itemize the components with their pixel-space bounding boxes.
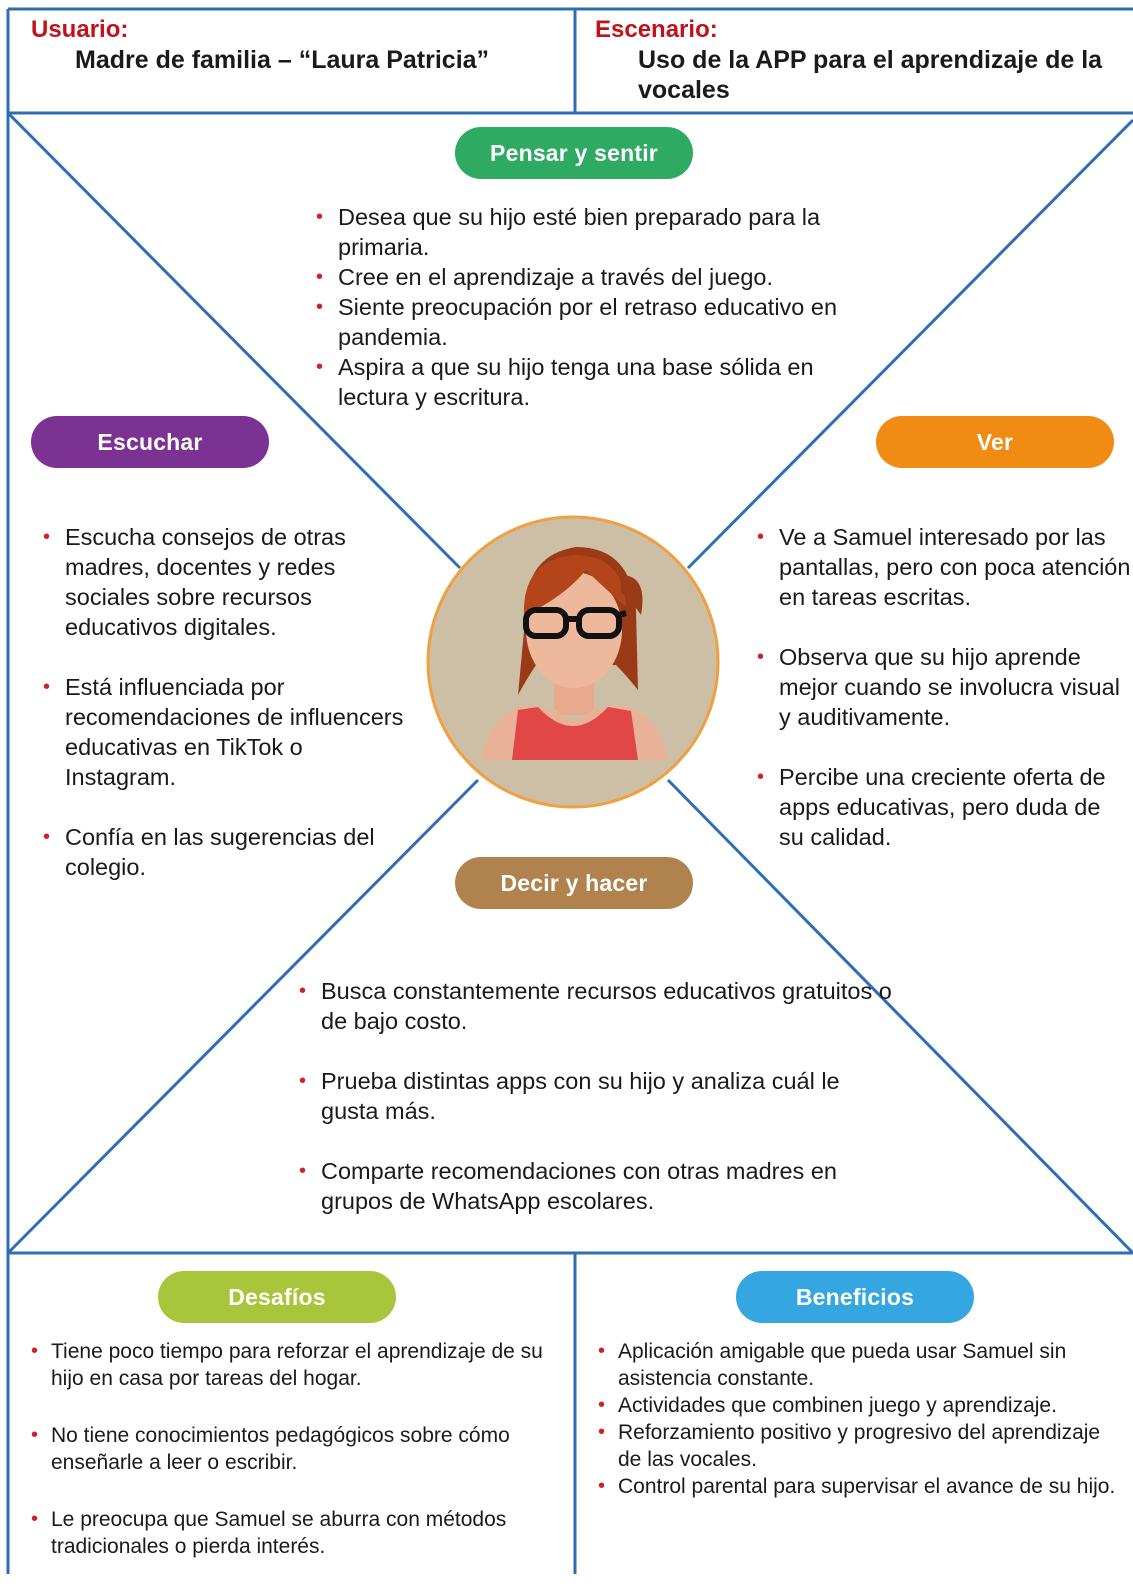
avatar bbox=[426, 515, 720, 809]
beneficios-list: Aplicación amigable que pueda usar Samue… bbox=[594, 1338, 1124, 1500]
list-item: Busca constantemente recursos educativos… bbox=[293, 976, 893, 1036]
desafios-list: Tiene poco tiempo para reforzar el apren… bbox=[27, 1338, 567, 1590]
pensar-sentir-pill: Pensar y sentir bbox=[455, 127, 693, 179]
scenario-value: Uso de la APP para el aprendizaje de la … bbox=[638, 45, 1102, 105]
list-item: Escucha consejos de otras madres, docent… bbox=[37, 522, 407, 642]
list-item: Aplicación amigable que pueda usar Samue… bbox=[594, 1338, 1124, 1392]
ver-list: Ve a Samuel interesado por las pantallas… bbox=[751, 522, 1131, 882]
scenario-value-line-2: vocales bbox=[638, 76, 730, 104]
list-item: No tiene conocimientos pedagógicos sobre… bbox=[27, 1422, 567, 1476]
decir-hacer-list: Busca constantemente recursos educativos… bbox=[293, 976, 893, 1246]
list-item: Tiene poco tiempo para reforzar el apren… bbox=[27, 1338, 567, 1392]
list-item: Observa que su hijo aprende mejor cuando… bbox=[751, 642, 1131, 732]
list-item: Comparte recomendaciones con otras madre… bbox=[293, 1156, 893, 1216]
list-item: Desea que su hijo esté bien preparado pa… bbox=[310, 202, 890, 262]
list-item: Le preocupa que Samuel se aburra con mét… bbox=[27, 1506, 567, 1560]
beneficios-pill: Beneficios bbox=[736, 1271, 974, 1323]
escuchar-pill: Escuchar bbox=[31, 416, 269, 468]
scenario-value-line-1: Uso de la APP para el aprendizaje de la bbox=[638, 46, 1103, 74]
list-item: Aspira a que su hijo tenga una base sóli… bbox=[310, 352, 890, 412]
decir-hacer-pill: Decir y hacer bbox=[455, 857, 693, 909]
diagonal-bottom-right bbox=[666, 778, 1133, 1255]
user-label: Usuario: bbox=[31, 16, 129, 43]
list-item: Cree en el aprendizaje a través del jueg… bbox=[310, 262, 890, 292]
diagonal-top-right bbox=[686, 118, 1133, 570]
list-item: Control parental para supervisar el avan… bbox=[594, 1473, 1124, 1500]
list-item: Actividades que combinen juego y aprendi… bbox=[594, 1392, 1124, 1419]
scenario-label: Escenario: bbox=[595, 16, 718, 43]
list-item: Reforzamiento positivo y progresivo del … bbox=[594, 1419, 1124, 1473]
ver-pill: Ver bbox=[876, 416, 1114, 468]
desafios-pill: Desafíos bbox=[158, 1271, 396, 1323]
pensar-sentir-list: Desea que su hijo esté bien preparado pa… bbox=[310, 202, 890, 412]
list-item: Percibe una creciente oferta de apps edu… bbox=[751, 762, 1131, 852]
list-item: Prueba distintas apps con su hijo y anal… bbox=[293, 1066, 893, 1126]
list-item: Está influenciada por recomendaciones de… bbox=[37, 672, 407, 792]
list-item: Ve a Samuel interesado por las pantallas… bbox=[751, 522, 1131, 612]
diagonal-top-left bbox=[6, 111, 462, 570]
user-value: Madre de familia – “Laura Patricia” bbox=[75, 46, 490, 74]
list-item: Siente preocupación por el retraso educa… bbox=[310, 292, 890, 352]
escuchar-list: Escucha consejos de otras madres, docent… bbox=[37, 522, 407, 912]
list-item: Confía en las sugerencias del colegio. bbox=[37, 822, 407, 882]
